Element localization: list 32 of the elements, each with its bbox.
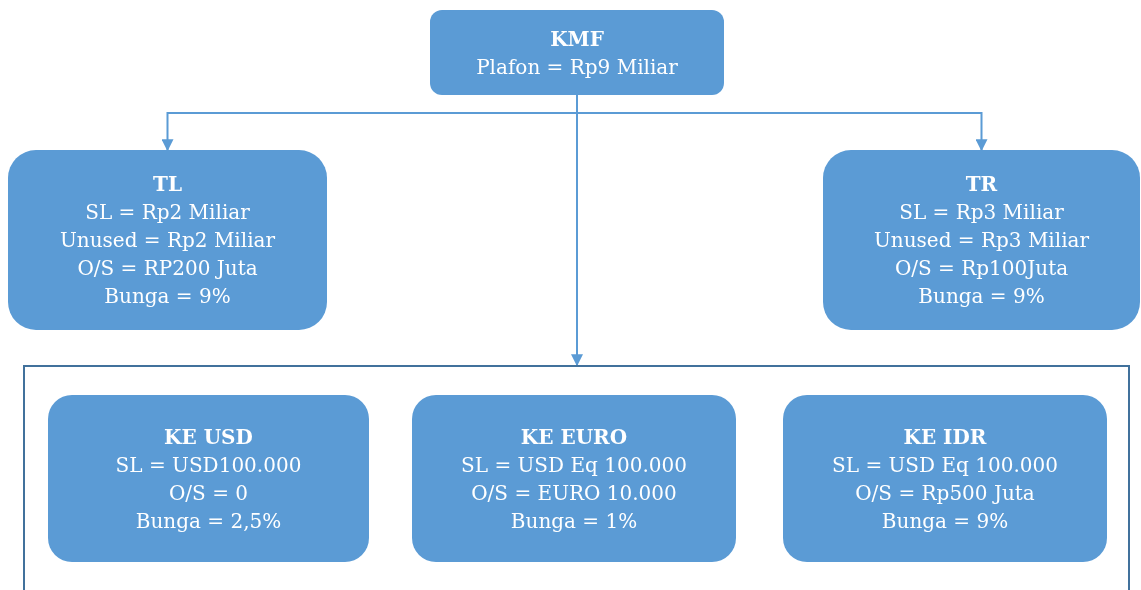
box-text: SL = Rp3 Miliar — [899, 199, 1064, 226]
box-heading: TL — [153, 171, 182, 198]
rounded-box — [783, 395, 1107, 562]
rounded-box — [823, 150, 1140, 330]
box-text: O/S = RP200 Juta — [77, 255, 258, 282]
box-text: Unused = Rp2 Miliar — [59, 227, 276, 254]
rounded-box — [48, 395, 369, 562]
box-text: Bunga = 9% — [918, 283, 1045, 310]
box-text: Bunga = 1% — [510, 507, 638, 535]
box-text: O/S = Rp100Juta — [894, 255, 1069, 282]
box-text: Bunga = 9% — [104, 283, 231, 310]
box-text: O/S = Rp500 Juta — [855, 479, 1035, 507]
box-text: SL = USD Eq 100.000 — [461, 451, 687, 479]
box-text: O/S = 0 — [168, 479, 248, 507]
box-text: O/S = EURO 10.000 — [471, 479, 677, 507]
rounded-box — [8, 150, 327, 330]
box-heading: KE USD — [164, 423, 253, 451]
box-heading: TR — [965, 171, 998, 198]
box-text: Bunga = 9% — [881, 507, 1009, 535]
group-frame — [23, 365, 1130, 590]
box-text: Bunga = 2,5% — [135, 507, 282, 535]
box-text: Plafon = Rp9 Miliar — [476, 53, 678, 81]
box-heading: KE IDR — [903, 423, 987, 451]
box-heading: KMF — [550, 25, 604, 53]
box-text: SL = USD Eq 100.000 — [832, 451, 1058, 479]
rounded-box — [430, 10, 724, 95]
rounded-box — [412, 395, 736, 562]
box-text: Unused = Rp3 Miliar — [873, 227, 1090, 254]
arrow — [571, 94, 583, 367]
box-text: SL = USD100.000 — [115, 451, 302, 479]
box-text: SL = Rp2 Miliar — [85, 199, 250, 226]
box-heading: KE EURO — [520, 423, 628, 451]
